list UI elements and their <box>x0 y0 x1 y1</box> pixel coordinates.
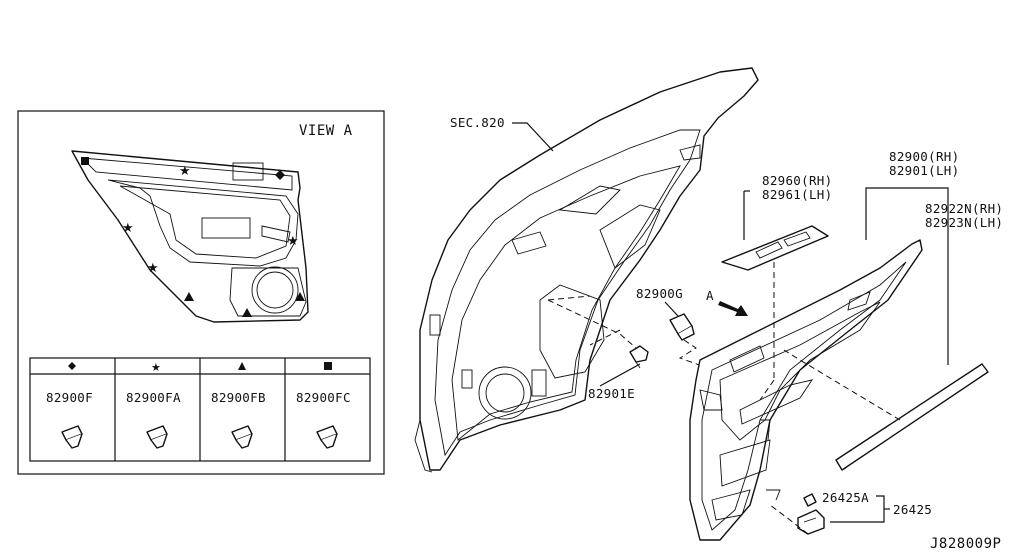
star-icon: ★ <box>122 221 134 236</box>
square-icon <box>324 362 332 370</box>
door-trim-panel <box>689 239 923 541</box>
triangle-icon <box>242 308 252 317</box>
diamond-icon <box>68 362 76 370</box>
triangle-icon <box>295 292 305 301</box>
clip-icon <box>61 425 83 449</box>
view-a-frame <box>17 110 385 475</box>
star-icon: ★ <box>287 234 299 249</box>
clip-icon <box>231 425 253 449</box>
clip-icon <box>316 425 338 449</box>
callout-sec-820: SEC.820 <box>450 115 505 130</box>
callout-82900-rh: 82900(RH) <box>889 149 959 164</box>
legend-part-number: 82900F <box>46 390 93 405</box>
triangle-icon <box>184 292 194 301</box>
diamond-icon <box>275 170 285 180</box>
callout-82923n-lh: 82923N(LH) <box>925 215 1003 230</box>
diagram-code: J828009P <box>930 536 1001 552</box>
square-icon <box>81 157 89 165</box>
triangle-icon <box>238 362 246 370</box>
switch-bezel <box>721 225 829 271</box>
callout-82901e: 82901E <box>588 386 635 401</box>
callout-26425: 26425 <box>893 502 932 517</box>
callout-82900g: 82900G <box>636 286 683 301</box>
view-a-door-trim: ★ ★ ★ ★ <box>71 150 309 323</box>
fastener-legend-table: ★ 82900F 82900FA 82900FB 82900FC <box>29 357 371 462</box>
star-icon: ★ <box>179 164 191 179</box>
callout-82960-rh: 82960(RH) <box>762 173 832 188</box>
courtesy-lamp <box>797 493 825 535</box>
clip-icon <box>146 425 168 449</box>
callout-82922n-rh: 82922N(RH) <box>925 201 1003 216</box>
callout-82901-lh: 82901(LH) <box>889 163 959 178</box>
belt-weatherstrip <box>835 363 989 471</box>
view-a-label: VIEW A <box>299 123 353 139</box>
legend-part-number: 82900FA <box>126 390 181 405</box>
view-direction-arrow-icon <box>718 301 748 316</box>
view-a-arrow-label: A <box>706 288 714 303</box>
star-icon: ★ <box>147 261 159 276</box>
door-frame-assembly <box>414 67 759 473</box>
retainer-clip-82900g <box>669 313 695 341</box>
callout-82961-lh: 82961(LH) <box>762 187 832 202</box>
legend-part-number: 82900FB <box>211 390 266 405</box>
callout-26425a: 26425A <box>822 490 869 505</box>
star-icon: ★ <box>151 361 161 374</box>
legend-part-number: 82900FC <box>296 390 351 405</box>
